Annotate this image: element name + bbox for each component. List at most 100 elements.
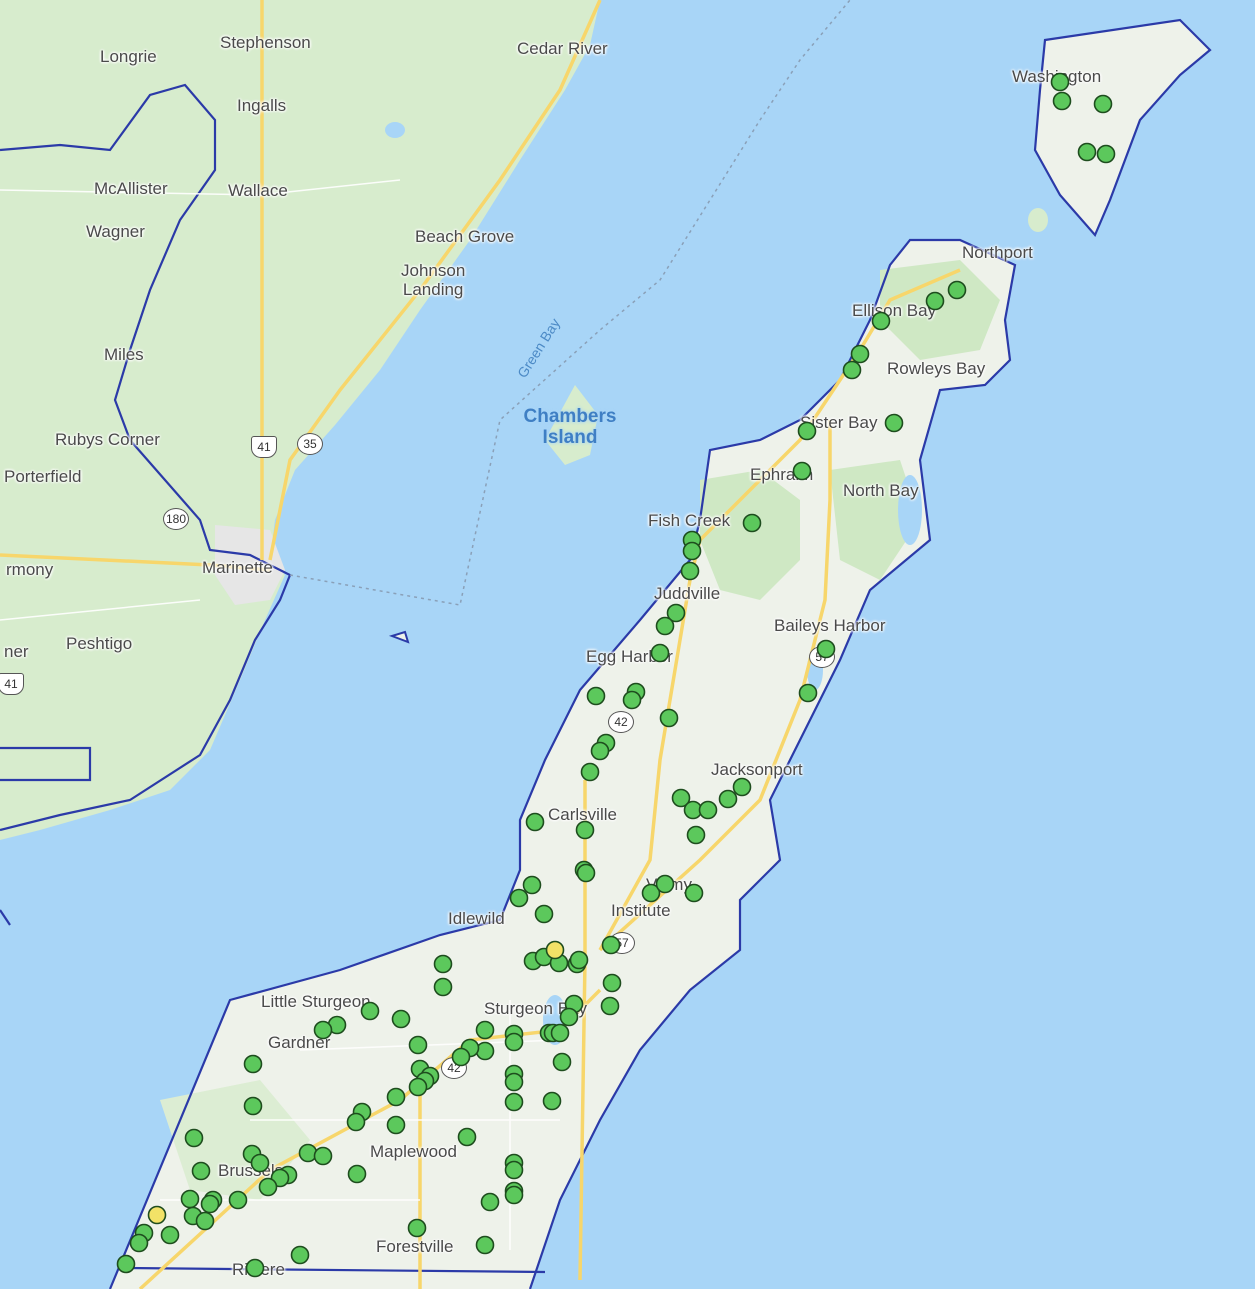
location-marker-green[interactable] (1052, 91, 1072, 111)
location-marker-green[interactable] (184, 1128, 204, 1148)
location-marker-green[interactable] (742, 513, 762, 533)
location-marker-green[interactable] (457, 1127, 477, 1147)
location-marker-yellow[interactable] (545, 940, 565, 960)
location-marker-green[interactable] (684, 883, 704, 903)
place-label-beach-grove: Beach Grove (415, 227, 515, 246)
location-marker-green[interactable] (698, 800, 718, 820)
location-marker-green[interactable] (559, 1007, 579, 1027)
location-marker-green[interactable] (258, 1177, 278, 1197)
location-marker-green[interactable] (191, 1161, 211, 1181)
location-marker-green[interactable] (243, 1054, 263, 1074)
location-marker-green[interactable] (1077, 142, 1097, 162)
location-marker-green[interactable] (475, 1235, 495, 1255)
location-marker-green[interactable] (586, 686, 606, 706)
place-label-gardner: Gardner (268, 1033, 331, 1052)
location-marker-green[interactable] (504, 1032, 524, 1052)
location-marker-green[interactable] (1050, 72, 1070, 92)
location-marker-green[interactable] (641, 883, 661, 903)
place-label-rubys-corner: Rubys Corner (55, 430, 160, 449)
location-marker-green[interactable] (407, 1218, 427, 1238)
location-marker-green[interactable] (386, 1087, 406, 1107)
forest-patch (830, 460, 920, 580)
location-marker-green[interactable] (871, 311, 891, 331)
location-marker-green[interactable] (655, 616, 675, 636)
location-marker-green[interactable] (180, 1189, 200, 1209)
location-marker-green[interactable] (522, 875, 542, 895)
location-marker-green[interactable] (569, 950, 589, 970)
location-marker-green[interactable] (686, 825, 706, 845)
forest-patch (880, 260, 1000, 360)
location-marker-green[interactable] (504, 1092, 524, 1112)
location-marker-green[interactable] (884, 413, 904, 433)
location-marker-green[interactable] (850, 344, 870, 364)
location-marker-green[interactable] (602, 973, 622, 993)
location-marker-green[interactable] (290, 1245, 310, 1265)
location-marker-green[interactable] (601, 935, 621, 955)
location-marker-green[interactable] (228, 1190, 248, 1210)
location-marker-green[interactable] (116, 1254, 136, 1274)
location-marker-green[interactable] (666, 603, 686, 623)
location-marker-green[interactable] (433, 954, 453, 974)
location-marker-green[interactable] (842, 360, 862, 380)
location-marker-green[interactable] (816, 639, 836, 659)
location-marker-green[interactable] (360, 1001, 380, 1021)
location-marker-green[interactable] (525, 812, 545, 832)
lake-north-bay (898, 475, 922, 545)
location-marker-green[interactable] (718, 789, 738, 809)
location-marker-green[interactable] (313, 1020, 333, 1040)
location-marker-green[interactable] (575, 820, 595, 840)
location-marker-green[interactable] (346, 1112, 366, 1132)
location-marker-green[interactable] (792, 461, 812, 481)
location-marker-green[interactable] (1093, 94, 1113, 114)
location-marker-green[interactable] (680, 561, 700, 581)
location-marker-green[interactable] (480, 1192, 500, 1212)
location-marker-green[interactable] (576, 863, 596, 883)
location-marker-green[interactable] (313, 1146, 333, 1166)
location-marker-green[interactable] (504, 1185, 524, 1205)
location-marker-green[interactable] (298, 1143, 318, 1163)
location-marker-green[interactable] (408, 1077, 428, 1097)
location-marker-green[interactable] (797, 421, 817, 441)
location-marker-green[interactable] (195, 1211, 215, 1231)
location-marker-green[interactable] (386, 1115, 406, 1135)
location-marker-green[interactable] (433, 977, 453, 997)
location-marker-green[interactable] (552, 1052, 572, 1072)
location-marker-green[interactable] (200, 1194, 220, 1214)
location-marker-green[interactable] (925, 291, 945, 311)
location-marker-green[interactable] (408, 1035, 428, 1055)
location-marker-green[interactable] (504, 1160, 524, 1180)
location-marker-green[interactable] (245, 1258, 265, 1278)
location-marker-green[interactable] (160, 1225, 180, 1245)
location-marker-green[interactable] (732, 777, 752, 797)
location-marker-green[interactable] (475, 1041, 495, 1061)
location-marker-green[interactable] (947, 280, 967, 300)
location-marker-green[interactable] (580, 762, 600, 782)
location-marker-green[interactable] (451, 1047, 471, 1067)
location-marker-green[interactable] (347, 1164, 367, 1184)
location-marker-green[interactable] (534, 904, 554, 924)
location-marker-green[interactable] (391, 1009, 411, 1029)
location-marker-green[interactable] (475, 1020, 495, 1040)
location-marker-green[interactable] (129, 1233, 149, 1253)
location-marker-green[interactable] (243, 1096, 263, 1116)
location-marker-green[interactable] (1096, 144, 1116, 164)
place-label-rowleys-bay: Rowleys Bay (887, 359, 986, 378)
location-marker-green[interactable] (542, 1091, 562, 1111)
location-marker-green[interactable] (655, 874, 675, 894)
location-marker-green[interactable] (798, 683, 818, 703)
location-marker-green[interactable] (590, 741, 610, 761)
location-marker-green[interactable] (659, 708, 679, 728)
location-marker-green[interactable] (622, 690, 642, 710)
location-marker-yellow[interactable] (147, 1205, 167, 1225)
location-marker-green[interactable] (509, 888, 529, 908)
location-marker-green[interactable] (550, 1023, 570, 1043)
location-marker-green[interactable] (682, 541, 702, 561)
land-island-small (1028, 208, 1048, 232)
location-marker-green[interactable] (250, 1153, 270, 1173)
location-marker-green[interactable] (600, 996, 620, 1016)
location-marker-green[interactable] (650, 643, 670, 663)
location-marker-green[interactable] (671, 788, 691, 808)
location-marker-green[interactable] (504, 1072, 524, 1092)
place-label-fish-creek: Fish Creek (648, 511, 731, 530)
